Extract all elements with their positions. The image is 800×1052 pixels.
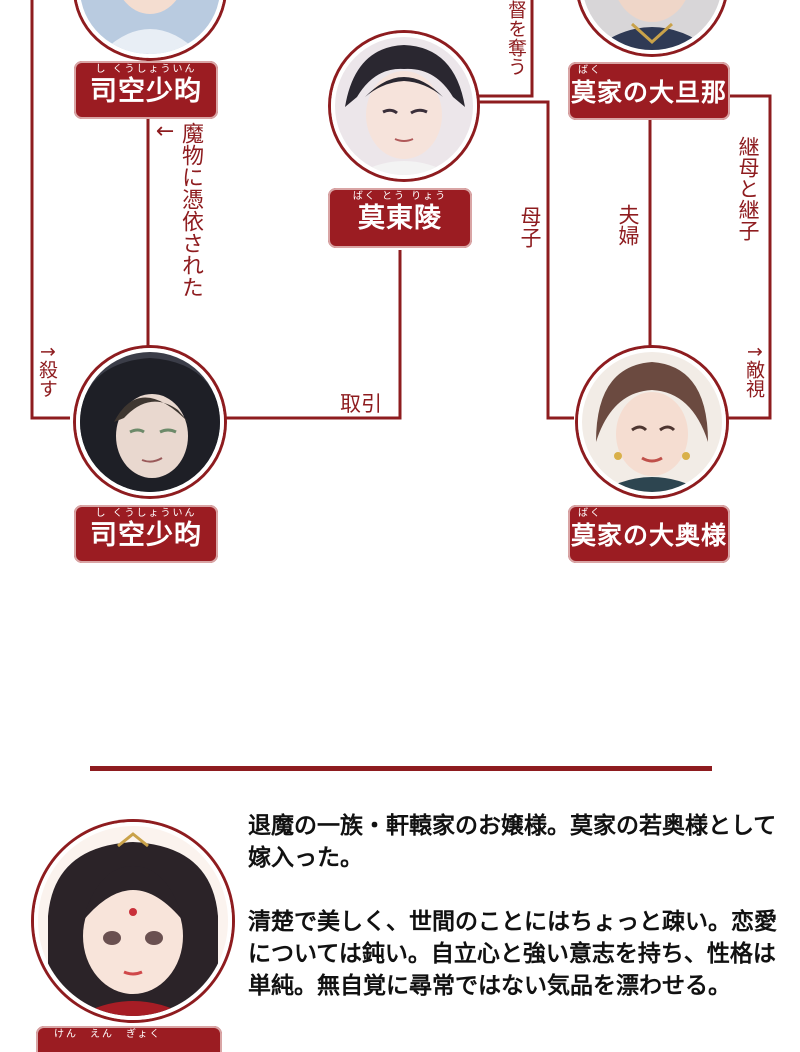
relation-step: 継母と継子: [736, 136, 760, 241]
character-portrait-icon: [335, 37, 473, 175]
relation-kill: ↑殺す: [36, 344, 58, 398]
profile-spacer: [248, 874, 788, 906]
badge-shikuu-top: し くうしょういん 司空少昀: [74, 61, 218, 119]
character-name: 莫東陵: [358, 203, 442, 234]
character-name: 司空少昀: [90, 520, 202, 551]
character-portrait-icon: [38, 826, 228, 1016]
line-step: [726, 94, 772, 420]
line-mother-child: [478, 100, 574, 420]
line-left-outer: [30, 0, 70, 420]
name-ruby: けん えん ぎょく: [54, 1029, 162, 1040]
profile-description: 退魔の一族・軒轅家のお嬢様。莫家の若奥様として嫁入った。 清楚で美しく、世間のこ…: [248, 810, 788, 1002]
badge-baku-master: ばく 莫家の大旦那: [568, 62, 730, 120]
section-divider: [90, 766, 712, 771]
line-deal: [225, 250, 402, 420]
relation-couple: 夫婦: [616, 204, 640, 246]
profile-paragraph-2: 清楚で美しく、世間のことにはちょっと疎い。恋愛については鈍い。自立心と強い意志を…: [248, 909, 777, 999]
name-ruby: ばく とう りょう: [352, 191, 448, 202]
character-name: 莫家の大奥様: [570, 521, 727, 550]
character-portrait-icon: [80, 352, 220, 492]
profile-paragraph-1: 退魔の一族・軒轅家のお嬢様。莫家の若奥様として嫁入った。: [248, 813, 777, 871]
badge-heroine: けん えん ぎょく: [36, 1026, 222, 1052]
relation-usurp: 督を奪う: [505, 0, 527, 76]
character-portrait-icon: [582, 352, 722, 492]
character-name: 莫家の大旦那: [570, 78, 727, 107]
portrait-baku-dongling: [331, 33, 477, 179]
portrait-baku-madam: [578, 348, 726, 496]
portrait-heroine: [34, 822, 232, 1020]
line-usurp: [478, 0, 534, 98]
badge-baku-dongling: ばく とう りょう 莫東陵: [328, 188, 472, 248]
relation-mother-child: 母子: [518, 206, 542, 248]
badge-baku-madam: ばく 莫家の大奥様: [568, 505, 730, 563]
name-ruby: し くうしょういん: [95, 64, 197, 75]
character-name: 司空少昀: [90, 76, 202, 107]
relation-hostile: ↑敵視: [743, 344, 765, 398]
portrait-shikuu-bottom: [76, 348, 224, 496]
badge-shikuu-bottom: し くうしょういん 司空少昀: [74, 505, 218, 563]
relation-deal: 取引: [340, 392, 382, 416]
name-ruby: ばく: [578, 65, 602, 76]
name-ruby: ばく: [578, 508, 602, 519]
name-ruby: し くうしょういん: [95, 508, 197, 519]
relation-possessed: 魔物に憑依された↓: [151, 122, 203, 298]
